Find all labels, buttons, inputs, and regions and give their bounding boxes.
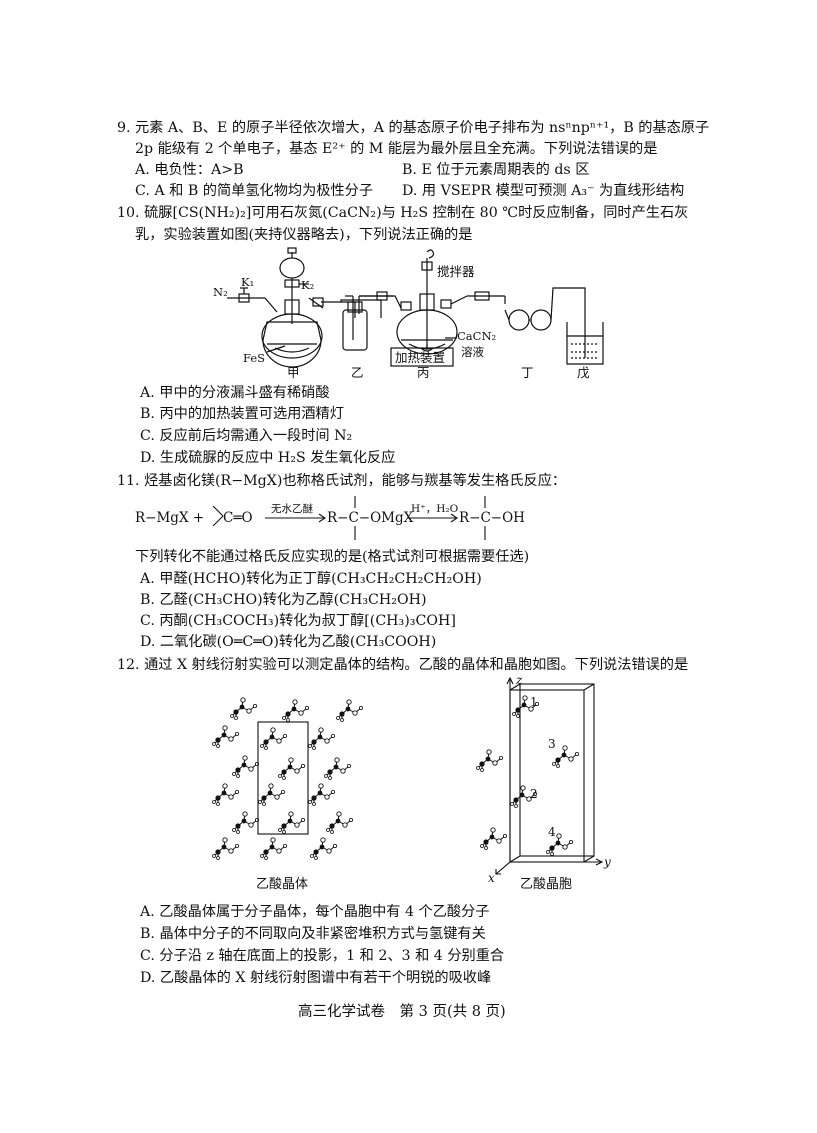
molecule-label-1: 1 xyxy=(530,695,538,709)
q10-option-d[interactable]: D. 生成硫脲的反应中 H₂S 发生氧化反应 xyxy=(140,450,396,466)
q11-stem-line1: 11. 烃基卤化镁(R−MgX)也称格氏试剂，能够与羰基等发生格氏反应： xyxy=(117,473,567,489)
q9-stem-line1: 9. 元素 A、B、E 的原子半径依次增大，A 的基态原子价电子排布为 nsⁿn… xyxy=(117,120,710,136)
label-yi: 乙 xyxy=(351,365,364,380)
label-ding: 丁 xyxy=(521,365,534,380)
q11-option-a[interactable]: A. 甲醛(HCHO)转化为正丁醇(CH₃CH₂CH₂CH₂OH) xyxy=(140,571,482,587)
rxn-product: R−C−OH xyxy=(459,510,525,526)
q12-option-b[interactable]: B. 晶体中分子的不同取向及非紧密堆积方式与氢键有关 xyxy=(140,926,486,942)
axis-z-label: z xyxy=(515,676,523,687)
unit-cell-box xyxy=(495,676,604,875)
q10-stem-line2: 乳，实验装置如图(夹持仪器略去)，下列说法正确的是 xyxy=(135,227,473,243)
q11-reaction-scheme: R−MgX + C═O 无水乙醚 R−C−OMgX H⁺，H₂O R−C−OH xyxy=(135,496,525,540)
q10-stem-line1: 10. 硫脲[CS(NH₂)₂]可用石灰氮(CaCN₂)与 H₂S 控制在 80… xyxy=(117,205,689,221)
q12-option-a[interactable]: A. 乙酸晶体属于分子晶体，每个晶胞中有 4 个乙酸分子 xyxy=(140,904,490,920)
rxn-intermediate: R−C−OMgX xyxy=(327,510,414,526)
q10-option-c[interactable]: C. 反应前后均需通入一段时间 N₂ xyxy=(140,428,353,444)
q11-option-b[interactable]: B. 乙醛(CH₃CHO)转化为乙醇(CH₃CH₂OH) xyxy=(140,592,427,608)
q12-option-d[interactable]: D. 乙酸晶体的 X 射线衍射图谱中有若干个明锐的吸收峰 xyxy=(140,970,492,986)
unit-cell-molecules xyxy=(476,695,580,856)
molecule-label-4: 4 xyxy=(548,825,556,839)
q12-crystal-figure: 乙酸晶体 z x y 1 xyxy=(212,676,611,892)
q9-option-a[interactable]: A. 电负性：A>B xyxy=(135,162,244,178)
label-solution: 溶液 xyxy=(461,345,484,359)
crystal-caption: 乙酸晶体 xyxy=(256,877,308,892)
q9-stem-line2: 2p 能级有 2 个单电子，基态 E²⁺ 的 M 能层为最外层且全充满。下列说法… xyxy=(135,141,658,157)
q12-option-c[interactable]: C. 分子沿 z 轴在底面上的投影，1 和 2、3 和 4 分别重合 xyxy=(140,948,505,964)
q10-apparatus-figure: N₂ K₁ K₂ FeS 搅拌器 CaCN₂ 溶液 加热装置 甲 乙 丙 丁 戊 xyxy=(213,247,604,380)
label-wu: 戊 xyxy=(577,365,590,380)
label-k2: K₂ xyxy=(301,278,314,292)
axis-y-label: y xyxy=(603,855,611,869)
rxn-condition-2: H⁺，H₂O xyxy=(411,503,459,515)
q9-option-c[interactable]: C. A 和 B 的简单氢化物均为极性分子 xyxy=(135,183,374,199)
rxn-carbonyl: C═O xyxy=(223,510,253,526)
label-stirrer: 搅拌器 xyxy=(437,264,475,279)
q10-option-b[interactable]: B. 丙中的加热装置可选用酒精灯 xyxy=(140,406,344,422)
q11-option-d[interactable]: D. 二氧化碳(O═C═O)转化为乙酸(CH₃COOH) xyxy=(140,634,437,650)
q9-option-b[interactable]: B. E 位于元素周期表的 ds 区 xyxy=(402,162,590,178)
label-heater: 加热装置 xyxy=(395,350,445,365)
q11-option-c[interactable]: C. 丙酮(CH₃COCH₃)转化为叔丁醇[(CH₃)₃COH] xyxy=(140,613,456,629)
label-cacn2: CaCN₂ xyxy=(457,329,496,343)
rxn-reactant: R−MgX + xyxy=(135,510,204,526)
label-n2: N₂ xyxy=(213,285,228,299)
label-bing: 丙 xyxy=(417,365,430,380)
label-fes: FeS xyxy=(243,351,265,365)
q9-option-d[interactable]: D. 用 VSEPR 模型可预测 A₃⁻ 为直线形结构 xyxy=(402,183,685,199)
q10-option-a[interactable]: A. 甲中的分液漏斗盛有稀硝酸 xyxy=(140,385,330,401)
axis-x-label: x xyxy=(488,871,495,885)
rxn-condition-1: 无水乙醚 xyxy=(271,502,313,515)
q12-stem-line1: 12. 通过 X 射线衍射实验可以测定晶体的结构。乙酸的晶体和晶胞如图。下列说法… xyxy=(117,657,689,673)
unit-cell-caption: 乙酸晶胞 xyxy=(520,877,572,892)
molecule-label-2: 2 xyxy=(530,787,538,801)
label-k1: K₁ xyxy=(241,275,254,289)
label-jia: 甲 xyxy=(287,365,300,380)
crystal-unit-cell-outline xyxy=(257,721,309,835)
q11-stem-line2: 下列转化不能通过格氏反应实现的是(格式试剂可根据需要任选) xyxy=(135,549,530,565)
molecule-label-3: 3 xyxy=(548,737,556,751)
page-footer: 高三化学试卷 第 3 页(共 8 页) xyxy=(298,1004,506,1020)
